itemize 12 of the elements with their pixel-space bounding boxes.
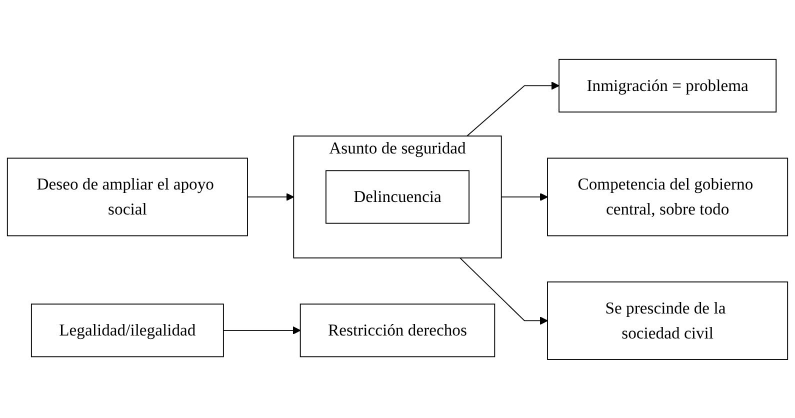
node-box: Se prescinde de la sociedad civil: [547, 281, 788, 360]
node-box: Restricción derechos: [300, 303, 496, 357]
node-box: Legalidad/ilegalidad: [30, 303, 224, 357]
arrow: [500, 192, 548, 201]
node-box: Inmigración = problema: [558, 58, 777, 112]
node-box: Deseo de ampliar el apoyo social: [6, 157, 248, 236]
arrow: [466, 81, 560, 136]
node-box: Competencia del gobierno central, sobre todo: [547, 157, 788, 236]
arrow: [222, 326, 301, 334]
arrow: [460, 257, 548, 324]
node-box: Delincuencia: [326, 170, 470, 224]
arrow: [247, 192, 294, 201]
